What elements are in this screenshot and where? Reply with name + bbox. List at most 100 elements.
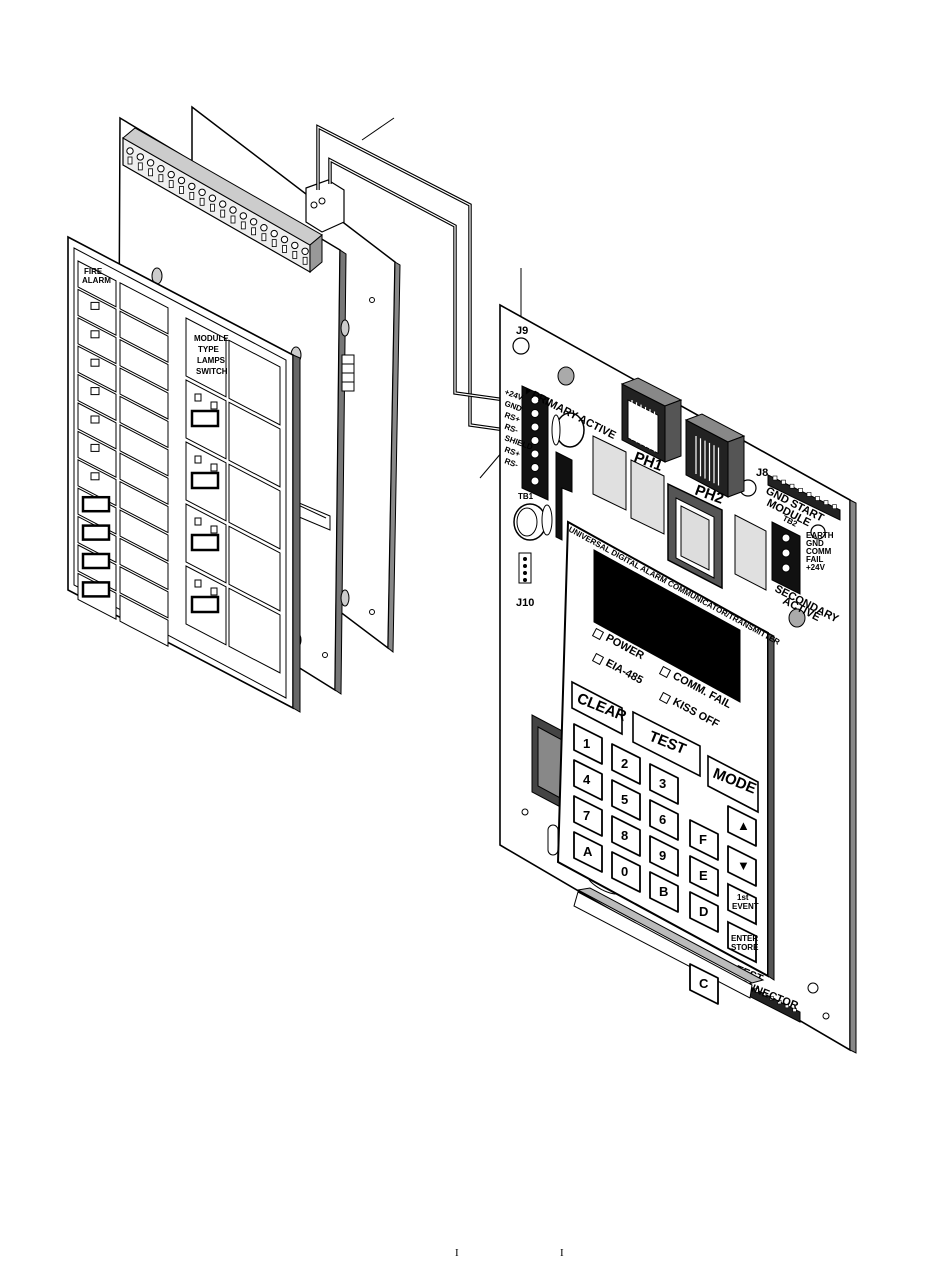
keypad-key-d-label: D xyxy=(699,904,708,919)
up-arrow-key[interactable]: ▲ xyxy=(727,805,757,847)
first-event-label-2: EVENT xyxy=(732,902,759,911)
j8-pin xyxy=(823,500,829,505)
j8-pin xyxy=(772,475,778,481)
terminal-pin xyxy=(209,203,215,212)
keypad-key-b[interactable]: B xyxy=(649,871,679,913)
zone-label-cell xyxy=(119,537,169,591)
terminal-pin xyxy=(168,180,174,189)
keypad-key-3[interactable]: 3 xyxy=(649,763,679,805)
zone-indicator-cell xyxy=(77,458,117,507)
j8-pin xyxy=(815,496,820,501)
terminal-pin xyxy=(271,239,277,248)
eia485-led xyxy=(591,652,605,666)
zone-label-cell xyxy=(119,338,169,392)
module-led xyxy=(210,587,218,596)
first-event-label-1: 1st xyxy=(737,893,749,902)
interconnect-cable xyxy=(316,124,521,434)
module-window xyxy=(228,587,281,674)
module-window xyxy=(228,525,281,612)
tb1-screw xyxy=(530,463,540,472)
terminal-pin xyxy=(179,186,184,194)
terminal-pin xyxy=(292,250,298,259)
keypad-key-e-label: E xyxy=(699,868,708,883)
keypad-key-1[interactable]: 1 xyxy=(573,723,603,765)
terminal-pin xyxy=(302,256,308,265)
module-led xyxy=(210,401,218,410)
module-led xyxy=(194,517,202,526)
tb1-screw xyxy=(530,409,540,418)
keypad-key-5-label: 5 xyxy=(621,792,628,807)
down-arrow-key[interactable]: ▼ xyxy=(727,845,757,887)
zone-led xyxy=(90,415,100,424)
keypad-key-f[interactable]: F xyxy=(689,819,719,861)
keypad-key-8-label: 8 xyxy=(621,828,628,843)
module-led xyxy=(210,463,218,472)
j5-pin xyxy=(762,992,767,997)
zone-label-cell xyxy=(119,452,169,506)
j10-label: J10 xyxy=(516,597,534,609)
zone-switch xyxy=(81,495,111,513)
keypad-key-6-label: 6 xyxy=(659,812,666,827)
zone-indicator-cell xyxy=(77,316,117,365)
zone-label-cell xyxy=(119,566,169,619)
keypad-key-0[interactable]: 0 xyxy=(611,851,641,893)
j8-pin xyxy=(781,479,786,485)
keypad-key-9[interactable]: 9 xyxy=(649,835,679,877)
zone-switch xyxy=(81,552,111,570)
keypad-key-b-label: B xyxy=(659,884,668,899)
keypad-key-a[interactable]: A xyxy=(573,831,603,873)
keypad-key-e[interactable]: E xyxy=(689,855,719,897)
terminal-pin xyxy=(261,233,267,242)
tb2-terminal-label: +24V xyxy=(806,563,826,572)
tb1-screw xyxy=(530,436,540,445)
terminal-screw xyxy=(280,235,289,244)
keypad-key-c[interactable]: C xyxy=(689,963,719,1005)
fire-alarm-label-1: FIRE xyxy=(84,267,103,276)
tb2-terminal-label: GND xyxy=(806,539,824,548)
keypad-key-9-label: 9 xyxy=(659,848,666,863)
keypad-key-2[interactable]: 2 xyxy=(611,743,641,785)
keypad-key-4[interactable]: 4 xyxy=(573,759,603,801)
up-arrow-key-label: ▲ xyxy=(737,818,750,833)
module-window xyxy=(228,401,281,488)
terminal-screw xyxy=(249,218,258,226)
keypad-key-1-label: 1 xyxy=(583,736,590,751)
fire-alarm-label-2: ALARM xyxy=(82,276,111,285)
terminal-pin xyxy=(148,168,154,177)
module-switch xyxy=(190,533,220,552)
keypad-key-8[interactable]: 8 xyxy=(611,815,641,857)
terminal-screw xyxy=(198,188,206,197)
module-led xyxy=(210,525,218,534)
clear-key[interactable]: CLEAR xyxy=(571,680,629,736)
zone-led xyxy=(90,330,100,339)
terminal-screw xyxy=(157,165,165,173)
terminal-screws xyxy=(126,147,309,265)
tb1-screw xyxy=(530,449,540,459)
terminal-screw xyxy=(188,182,196,191)
mode-key[interactable]: MODE xyxy=(707,754,759,814)
keypad-key-7[interactable]: 7 xyxy=(573,795,603,837)
module-led xyxy=(194,579,202,588)
enter-store-label-1: ENTER xyxy=(731,934,758,943)
j8-pin xyxy=(798,487,803,493)
zone-label-cell xyxy=(119,480,169,534)
terminal-pin xyxy=(220,209,226,218)
terminal-screw xyxy=(177,176,186,185)
module-label-3: LAMPS xyxy=(197,356,226,365)
zone-label-cell xyxy=(119,594,169,648)
kiss-off-led xyxy=(658,691,672,705)
zone-led xyxy=(90,387,100,396)
keypad-key-5[interactable]: 5 xyxy=(611,779,641,821)
module-switch xyxy=(190,471,220,490)
zone-indicator-cell xyxy=(77,373,117,422)
module-label-4: SWITCH xyxy=(196,367,228,376)
terminal-pin xyxy=(230,215,236,224)
keypad-key-6[interactable]: 6 xyxy=(649,799,679,841)
module-window xyxy=(228,463,281,550)
keypad-key-d[interactable]: D xyxy=(689,891,719,933)
zone-indicator-cell xyxy=(77,430,117,478)
footer-mark-left: I xyxy=(455,1247,459,1259)
